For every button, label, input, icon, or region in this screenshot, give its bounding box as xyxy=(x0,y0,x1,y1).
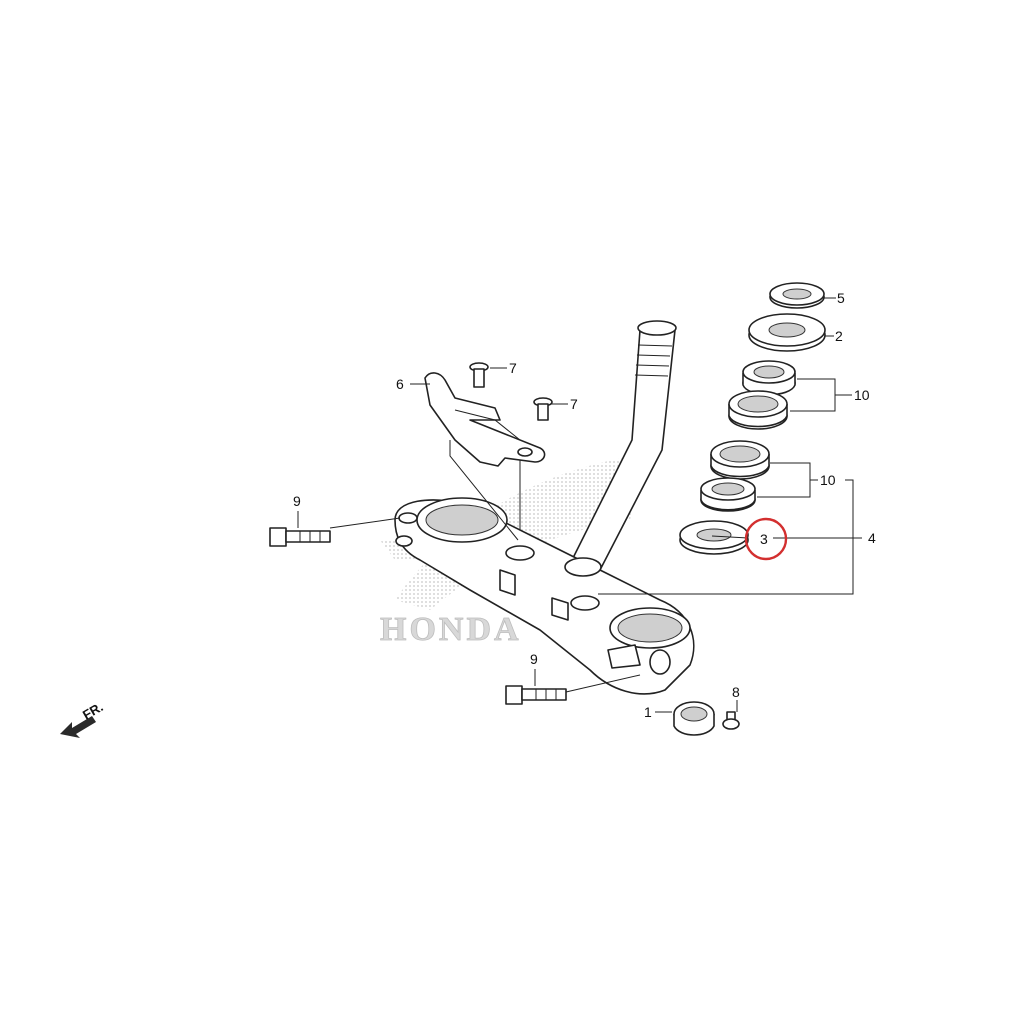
bolt-part-8 xyxy=(722,711,740,730)
dust-seal-part-3 xyxy=(679,520,749,555)
highlight-circle xyxy=(744,517,788,561)
callout-1: 1 xyxy=(644,704,652,720)
front-indicator-label: FR. xyxy=(80,699,106,722)
callout-10-upper: 10 xyxy=(854,387,870,403)
bracket-part-6 xyxy=(424,372,546,467)
collar-part-1 xyxy=(673,701,715,736)
lower-race-part-10 xyxy=(710,440,770,480)
callout-2: 2 xyxy=(835,328,843,344)
bolt-part-9-upper xyxy=(269,527,331,547)
callout-8: 8 xyxy=(732,684,740,700)
screw-part-7-b xyxy=(533,397,553,421)
upper-bearing-part-10 xyxy=(742,360,796,396)
upper-race-part-10 xyxy=(728,390,788,430)
callout-4: 4 xyxy=(868,530,876,546)
callout-7-upper: 7 xyxy=(509,360,517,376)
dust-seal-part-2 xyxy=(748,313,826,352)
steering-stem-shaft xyxy=(571,320,677,571)
callout-6: 6 xyxy=(396,376,404,392)
watermark-text: HONDA xyxy=(380,611,522,648)
callout-5: 5 xyxy=(837,290,845,306)
callout-3: 3 xyxy=(760,531,768,547)
leader-lines xyxy=(297,297,862,713)
locknut-part-5 xyxy=(769,282,825,309)
front-direction-indicator: FR. xyxy=(60,699,106,738)
callout-labels: 5 2 10 10 3 4 6 7 7 9 9 8 1 xyxy=(293,290,876,720)
callout-9-upper: 9 xyxy=(293,493,301,509)
screw-part-7-a xyxy=(469,362,489,388)
callout-9-lower: 9 xyxy=(530,651,538,667)
bolt-part-9-lower xyxy=(505,685,567,705)
callout-10-lower: 10 xyxy=(820,472,836,488)
callout-7-lower: 7 xyxy=(570,396,578,412)
lower-bearing-part-10 xyxy=(700,477,756,512)
lower-triple-clamp xyxy=(394,497,695,695)
